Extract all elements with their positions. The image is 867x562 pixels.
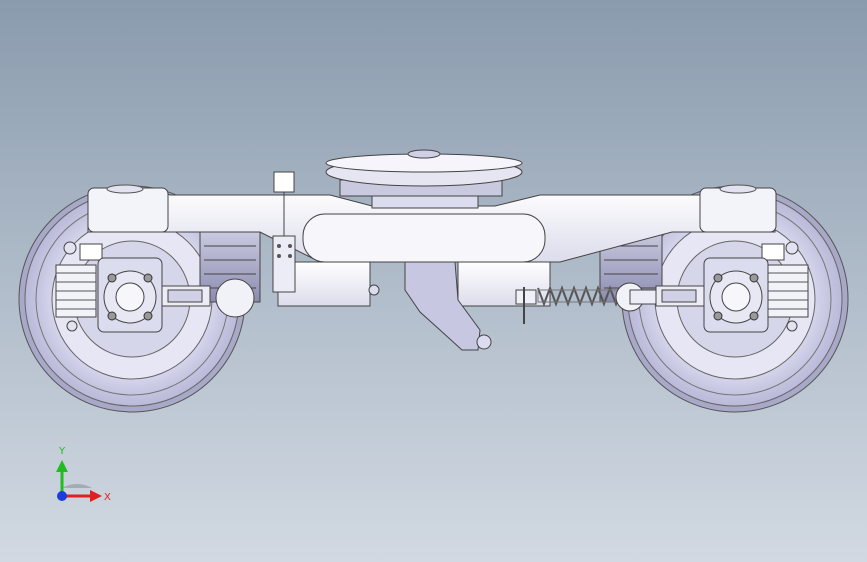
left-sensor-rod[interactable] — [272, 171, 296, 293]
y-axis-label: Y — [58, 446, 66, 457]
right-axle-box[interactable] — [655, 241, 809, 333]
bolster-lower[interactable] — [277, 261, 551, 351]
side-frame[interactable] — [87, 184, 777, 263]
left-axle-box[interactable] — [55, 241, 255, 333]
x-arrow-icon — [90, 490, 102, 502]
right-damper-spring[interactable] — [515, 282, 657, 324]
x-axis-label: X — [104, 492, 111, 503]
center-pivot[interactable] — [325, 149, 523, 209]
y-arrow-icon — [56, 460, 68, 472]
axis-triad[interactable]: Y X — [56, 446, 111, 503]
z-axis-dot-icon — [57, 491, 67, 501]
